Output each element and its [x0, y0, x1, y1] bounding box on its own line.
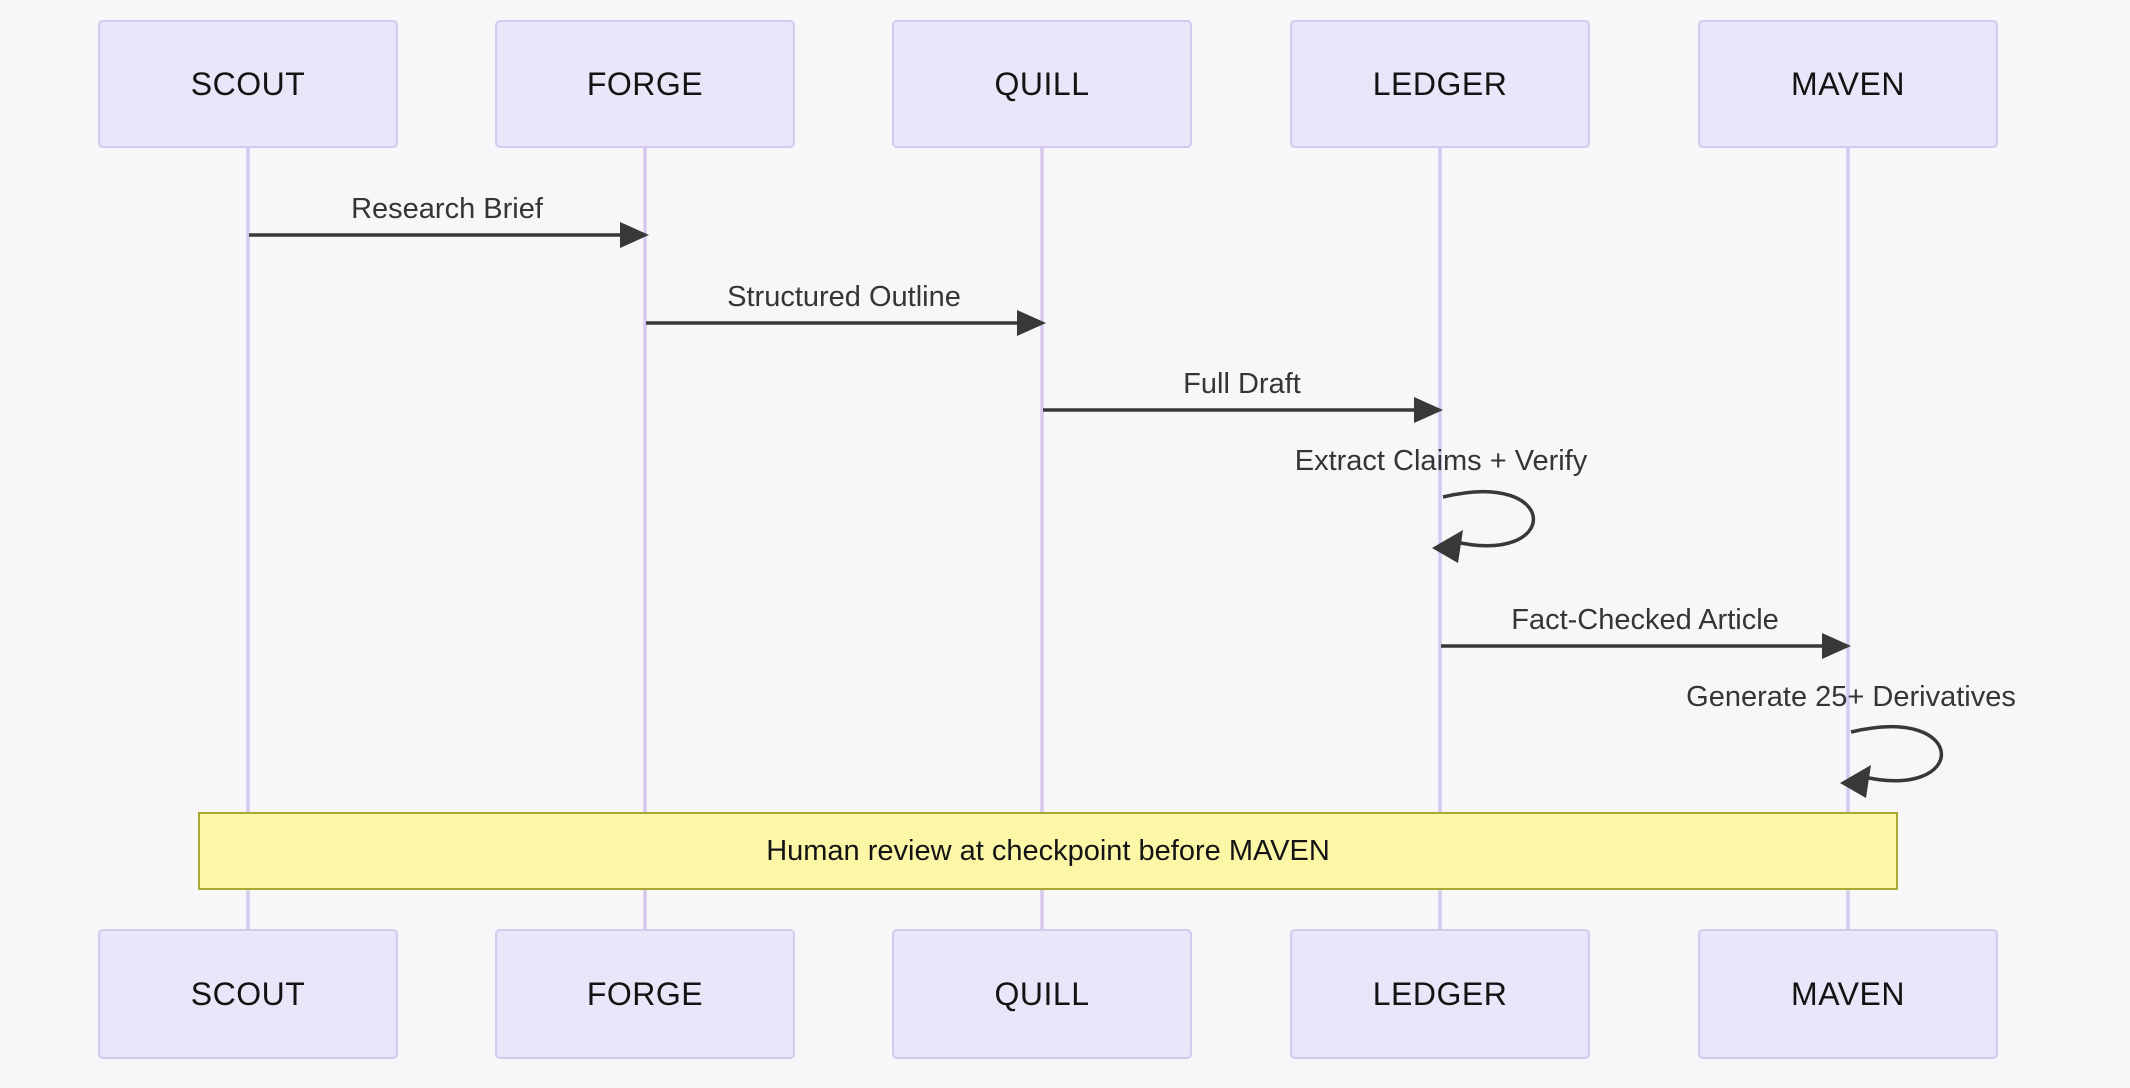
arrowhead-fact-checked-article — [1822, 633, 1851, 659]
actor-label: MAVEN — [1791, 65, 1905, 102]
self-loop-maven — [1850, 725, 1944, 783]
message-label: Generate 25+ Derivatives — [1686, 681, 2016, 713]
arrowhead-self-loop-maven — [1840, 765, 1871, 798]
arrowhead-research-brief — [620, 222, 649, 248]
actor-bottom-maven: MAVEN — [1698, 929, 1998, 1059]
arrowhead-self-loop-ledger — [1432, 530, 1463, 563]
actor-label: LEDGER — [1372, 975, 1508, 1012]
actor-label: QUILL — [994, 65, 1090, 102]
actor-label: SCOUT — [190, 65, 306, 102]
actor-top-scout: SCOUT — [98, 20, 398, 148]
actor-label: MAVEN — [1791, 975, 1905, 1012]
actor-bottom-forge: FORGE — [495, 929, 795, 1059]
message-label: Full Draft — [1183, 368, 1301, 400]
message-label: Fact-Checked Article — [1511, 604, 1779, 636]
message-label: Research Brief — [351, 193, 543, 225]
actor-label: LEDGER — [1372, 65, 1508, 102]
actor-label: FORGE — [586, 65, 704, 102]
actor-bottom-quill: QUILL — [892, 929, 1192, 1059]
arrowhead-structured-outline — [1017, 310, 1046, 336]
actor-top-ledger: LEDGER — [1290, 20, 1590, 148]
actor-top-quill: QUILL — [892, 20, 1192, 148]
note-text: Human review at checkpoint before MAVEN — [766, 834, 1330, 867]
actor-label: FORGE — [586, 975, 704, 1012]
actor-top-maven: MAVEN — [1698, 20, 1998, 148]
actor-bottom-ledger: LEDGER — [1290, 929, 1590, 1059]
actor-bottom-scout: SCOUT — [98, 929, 398, 1059]
self-loop-ledger — [1442, 490, 1536, 548]
actor-label: SCOUT — [190, 975, 306, 1012]
arrowhead-full-draft — [1414, 397, 1443, 423]
actor-top-forge: FORGE — [495, 20, 795, 148]
note-human-review: Human review at checkpoint before MAVEN — [198, 812, 1898, 890]
actor-label: QUILL — [994, 975, 1090, 1012]
message-label: Extract Claims + Verify — [1294, 445, 1588, 477]
message-label: Structured Outline — [727, 281, 961, 313]
